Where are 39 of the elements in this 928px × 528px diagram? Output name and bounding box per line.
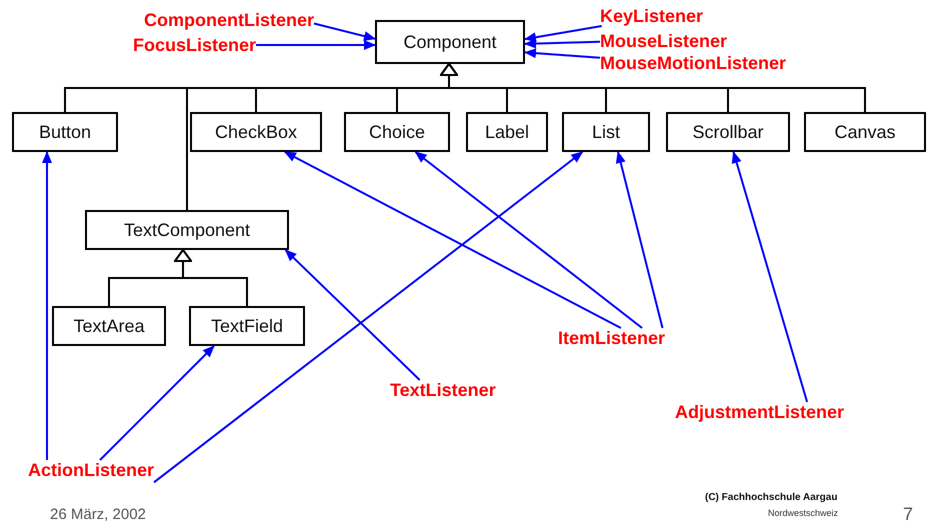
- arrow: [256, 40, 376, 50]
- listener-label: ItemListener: [558, 328, 666, 348]
- listener-label: MouseMotionListener: [600, 53, 786, 73]
- arrow: [42, 151, 52, 460]
- class-box: TextComponent: [85, 210, 289, 250]
- class-box: Label: [466, 112, 548, 152]
- listener-label: ActionListener: [28, 460, 154, 480]
- inheritance-arrow: [174, 249, 248, 306]
- arrow: [284, 151, 622, 329]
- class-box: TextField: [189, 306, 305, 346]
- arrow: [732, 151, 808, 402]
- class-box: CheckBox: [190, 112, 322, 152]
- arrow: [314, 22, 376, 41]
- class-box: Scrollbar: [666, 112, 790, 152]
- listener-label: MouseListener: [600, 31, 728, 51]
- arrow: [524, 48, 600, 59]
- date-text: 26 März, 2002: [50, 506, 146, 523]
- copyright-text: Nordwestschweiz: [768, 508, 838, 518]
- class-box: Component: [375, 20, 525, 64]
- listener-label: TextListener: [390, 380, 496, 400]
- arrow: [616, 151, 664, 328]
- arrow: [524, 25, 602, 42]
- inheritance-arrow: [440, 63, 866, 112]
- class-box: Canvas: [804, 112, 926, 152]
- listener-label: AdjustmentListener: [675, 402, 844, 422]
- listener-label: KeyListener: [600, 6, 704, 26]
- listener-label: FocusListener: [132, 35, 256, 55]
- class-box: TextArea: [52, 306, 166, 346]
- arrow: [153, 151, 584, 484]
- listener-label: ComponentListener: [144, 10, 314, 30]
- arrow: [524, 38, 600, 49]
- arrow: [99, 345, 215, 461]
- class-box: List: [562, 112, 650, 152]
- class-box: Button: [12, 112, 118, 152]
- arrow: [414, 151, 643, 329]
- arrow: [284, 249, 420, 381]
- class-box: Choice: [344, 112, 450, 152]
- page-number: 7: [903, 504, 914, 525]
- copyright-text: (C) Fachhochschule Aargau: [705, 492, 838, 503]
